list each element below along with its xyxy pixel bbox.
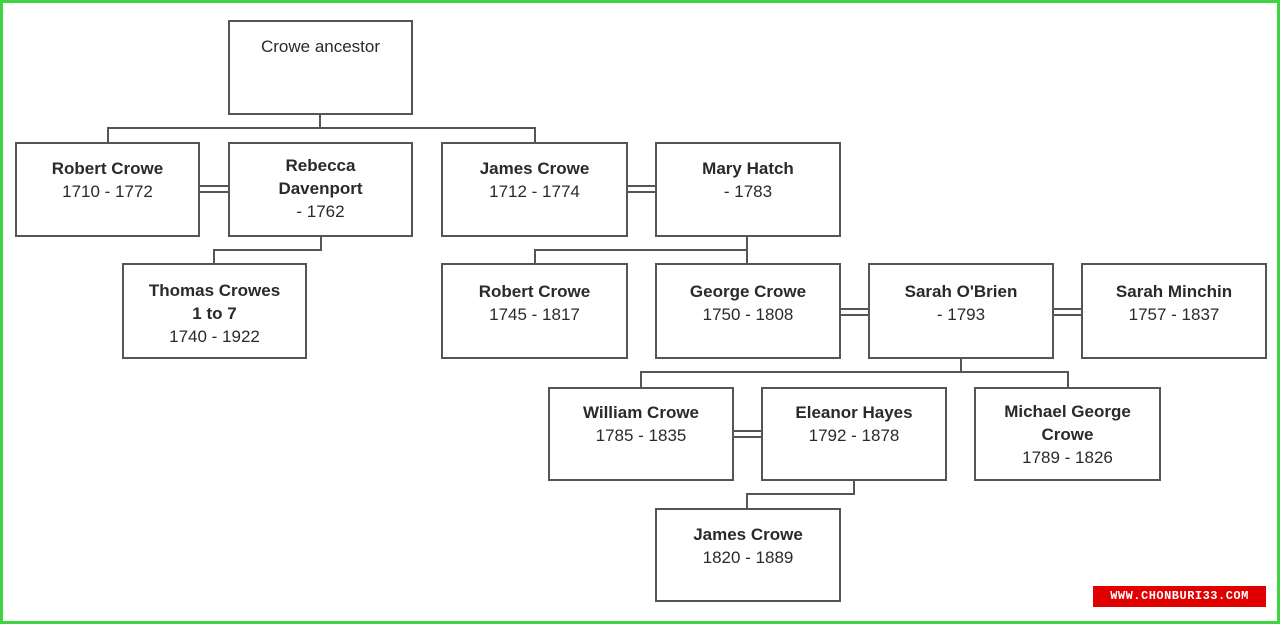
connector-line [107,127,109,142]
person-box-rebecca-davenport: Rebecca Davenport - 1762 [228,142,413,237]
marriage-link [1053,308,1082,316]
person-name: Crowe ancestor [260,37,381,56]
connector-line [640,371,642,387]
person-dates: 1750 - 1808 [702,305,794,324]
connector-line [534,249,748,251]
person-name: Michael George Crowe [1004,402,1131,444]
person-box-james-crowe-1712: James Crowe 1712 - 1774 [441,142,628,237]
marriage-link [733,430,762,438]
person-box-sarah-minchin: Sarah Minchin 1757 - 1837 [1081,263,1267,359]
watermark-badge: WWW.CHONBURI33.COM [1093,586,1266,607]
person-box-william-crowe: William Crowe 1785 - 1835 [548,387,734,481]
person-box-sarah-obrien: Sarah O'Brien - 1793 [868,263,1054,359]
person-name: Thomas Crowes 1 to 7 [148,281,281,323]
person-box-michael-george-crowe: Michael George Crowe 1789 - 1826 [974,387,1161,481]
person-name: Robert Crowe [478,282,591,301]
person-name: George Crowe [689,282,807,301]
connector-line [534,249,536,263]
person-name: James Crowe [693,525,803,544]
person-box-eleanor-hayes: Eleanor Hayes 1792 - 1878 [761,387,947,481]
person-name: Eleanor Hayes [795,403,913,422]
connector-line [746,249,748,263]
person-name: Sarah Minchin [1115,282,1233,301]
person-dates: - 1762 [296,202,345,221]
person-dates: 1712 - 1774 [489,182,580,201]
person-box-thomas-crowes: Thomas Crowes 1 to 7 1740 - 1922 [122,263,307,359]
person-box-mary-hatch: Mary Hatch - 1783 [655,142,841,237]
person-dates: 1792 - 1878 [808,426,900,445]
person-box-crowe-ancestor: Crowe ancestor [228,20,413,115]
marriage-link [199,185,229,193]
connector-line [746,493,855,495]
person-name: Robert Crowe [51,159,164,178]
person-name: James Crowe [479,159,590,178]
person-name: Rebecca Davenport [278,156,363,198]
connector-line [746,236,748,250]
person-dates: 1710 - 1772 [62,182,153,201]
person-box-robert-crowe-1710: Robert Crowe 1710 - 1772 [15,142,200,237]
person-dates: - 1793 [936,305,986,324]
connector-line [640,371,1069,373]
connector-line [319,114,321,128]
marriage-link [840,308,869,316]
connector-line [213,249,215,263]
connector-line [746,493,748,508]
person-dates: 1740 - 1922 [169,327,260,346]
connector-line [534,127,536,142]
connector-line [213,249,322,251]
marriage-link [627,185,656,193]
person-box-robert-crowe-1745: Robert Crowe 1745 - 1817 [441,263,628,359]
person-dates: 1789 - 1826 [1022,448,1113,467]
connector-line [107,127,536,129]
connector-line [320,236,322,250]
person-dates: - 1783 [723,182,773,201]
person-name: Sarah O'Brien [904,282,1018,301]
person-box-james-crowe-1820: James Crowe 1820 - 1889 [655,508,841,602]
connector-line [853,480,855,494]
person-name: Mary Hatch [702,159,794,178]
person-dates: 1745 - 1817 [489,305,580,324]
person-box-george-crowe: George Crowe 1750 - 1808 [655,263,841,359]
connector-line [960,358,962,372]
person-dates: 1785 - 1835 [595,426,687,445]
person-name: William Crowe [582,403,700,422]
connector-line [1067,371,1069,387]
person-dates: 1757 - 1837 [1128,305,1220,324]
person-dates: 1820 - 1889 [702,548,794,567]
